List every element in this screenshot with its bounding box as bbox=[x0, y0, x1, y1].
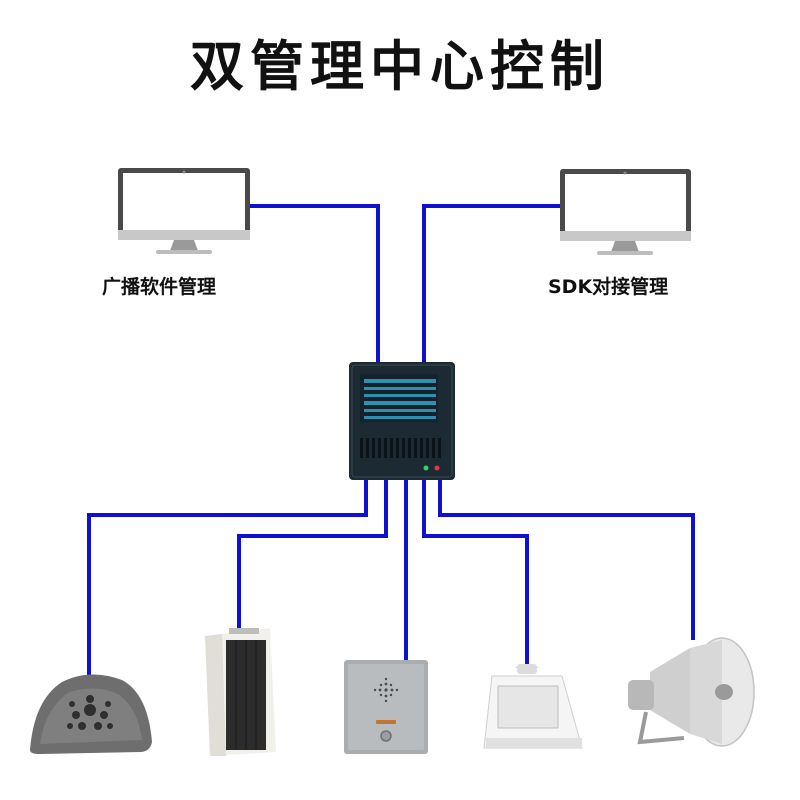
server-icon bbox=[349, 362, 455, 480]
column-speaker-icon bbox=[205, 628, 276, 756]
horn-speaker-icon bbox=[628, 637, 755, 747]
wall-speaker-icon bbox=[483, 664, 583, 749]
line-server-to-wall-speaker bbox=[422, 480, 529, 668]
intercom-panel-icon bbox=[344, 660, 428, 754]
left-computer-icon bbox=[118, 168, 250, 254]
line-server-to-horn-speaker bbox=[438, 480, 695, 640]
line-left-computer-to-server bbox=[250, 204, 380, 362]
right-computer-icon bbox=[560, 169, 691, 255]
line-server-to-rock-speaker bbox=[87, 480, 368, 675]
line-right-computer-to-server bbox=[422, 204, 560, 362]
right-computer-label: SDK对接管理 bbox=[548, 276, 669, 298]
rock-speaker-icon bbox=[30, 674, 152, 754]
line-server-to-column-speaker bbox=[237, 480, 388, 628]
left-computer-label: 广播软件管理 bbox=[102, 276, 217, 298]
connection-lines bbox=[87, 204, 695, 675]
page-title: 双管理中心控制 bbox=[190, 35, 610, 98]
